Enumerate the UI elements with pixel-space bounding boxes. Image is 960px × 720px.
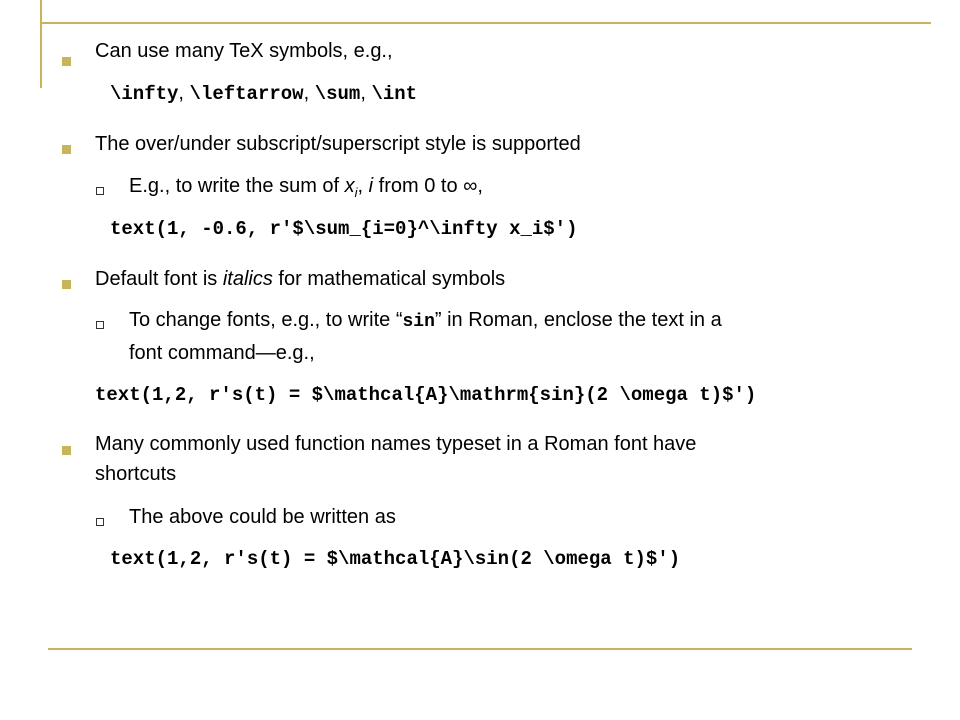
text-italics: italics bbox=[222, 268, 273, 290]
symbol-infty: \infty bbox=[110, 83, 179, 105]
bullet-1-text: Can use many TeX symbols, e.g., bbox=[95, 40, 393, 62]
left-rule bbox=[40, 0, 42, 88]
bullet-square-icon bbox=[62, 57, 71, 66]
code-sum-example: text(1, -0.6, r'$\sum_{i=0}^\infty x_i$'… bbox=[110, 218, 578, 240]
sub-bullet-2-text: E.g., to write the sum of xi, i from 0 t… bbox=[129, 175, 483, 200]
symbol-leftarrow: \leftarrow bbox=[189, 83, 304, 105]
sub-text-end: from 0 to ∞, bbox=[373, 175, 483, 197]
text-pre: Default font is bbox=[95, 268, 223, 290]
symbol-sum: \sum bbox=[314, 83, 361, 105]
sub-bullet-3-line-2: font command—e.g., bbox=[129, 342, 315, 364]
bullet-square-icon bbox=[62, 145, 71, 154]
sub-bullet-4-text: The above could be written as bbox=[129, 506, 396, 528]
sub-bullet-hollow-square-icon bbox=[96, 321, 104, 329]
sub-bullet-hollow-square-icon bbox=[96, 518, 104, 526]
separator: , bbox=[360, 82, 372, 104]
bullet-square-icon bbox=[62, 446, 71, 455]
separator: , bbox=[178, 82, 190, 104]
text-pre: To change fonts, e.g., to write “ bbox=[129, 309, 403, 331]
bottom-rule bbox=[48, 648, 912, 650]
bullet-2-text: The over/under subscript/superscript sty… bbox=[95, 133, 581, 155]
code-sin-shortcut-example: text(1,2, r's(t) = $\mathcal{A}\sin(2 \o… bbox=[110, 548, 681, 570]
symbol-int: \int bbox=[371, 83, 418, 105]
bullet-3-text: Default font is italics for mathematical… bbox=[95, 268, 505, 291]
sub-bullet-3-line-1: To change fonts, e.g., to write “sin” in… bbox=[129, 309, 722, 332]
inline-code-sin: sin bbox=[402, 312, 435, 332]
sub-text: E.g., to write the sum of bbox=[129, 175, 345, 197]
tex-symbols-line: \infty, \leftarrow, \sum, \int bbox=[110, 82, 417, 105]
subscript-i: i bbox=[354, 185, 358, 200]
comma: , bbox=[357, 175, 369, 197]
text-post: for mathematical symbols bbox=[272, 268, 506, 290]
bullet-4-line-1: Many commonly used function names typese… bbox=[95, 433, 697, 455]
var-x: x bbox=[344, 175, 355, 197]
code-mathrm-example: text(1,2, r's(t) = $\mathcal{A}\mathrm{s… bbox=[95, 384, 757, 406]
top-rule bbox=[40, 22, 931, 24]
bullet-4-line-2: shortcuts bbox=[95, 463, 177, 485]
var-i: i bbox=[368, 175, 374, 197]
sub-bullet-hollow-square-icon bbox=[96, 187, 104, 195]
bullet-square-icon bbox=[62, 280, 71, 289]
text-post: ” in Roman, enclose the text in a bbox=[434, 309, 722, 331]
separator: , bbox=[303, 82, 315, 104]
